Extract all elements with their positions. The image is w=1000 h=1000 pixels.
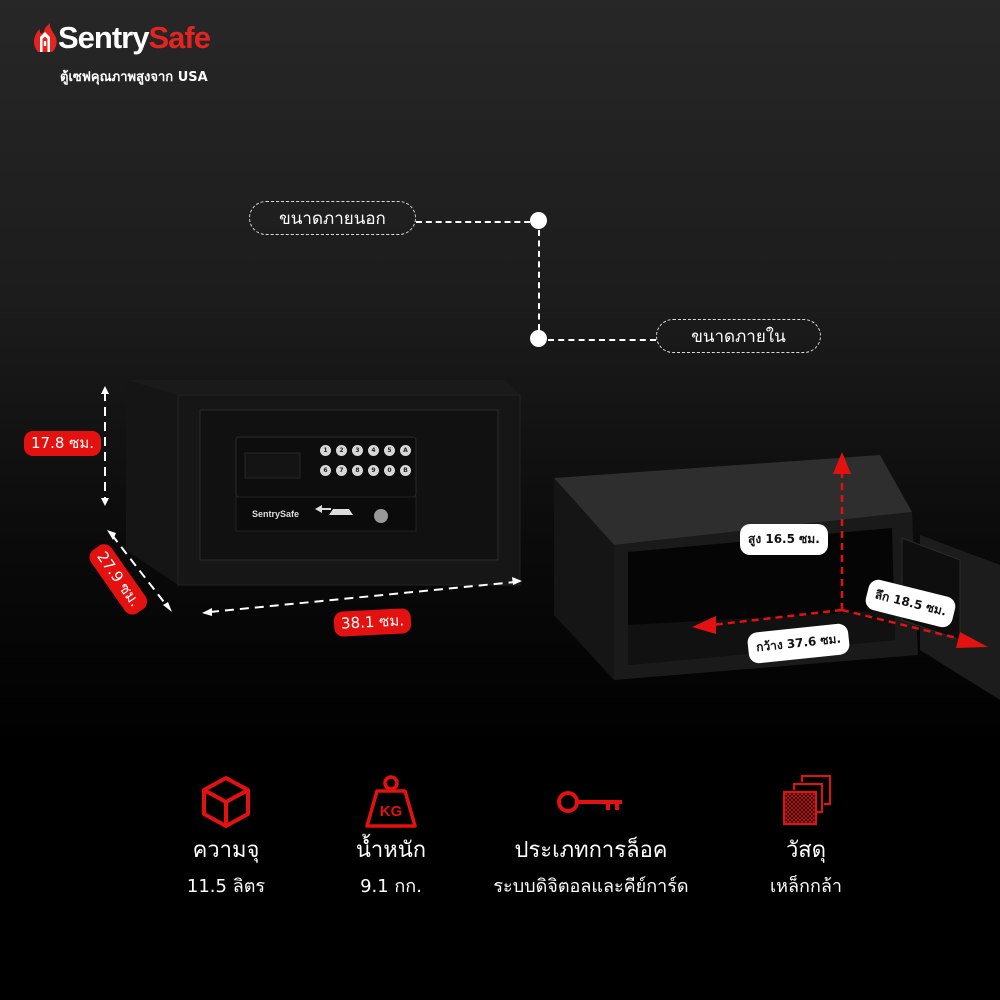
closed-safe-image: 1 2 3 4 5 A 6 7 8 9 0 B SentrySafe: [100, 375, 540, 625]
inner-height-badge: สูง 16.5 ซม.: [740, 524, 828, 555]
svg-text:KG: KG: [380, 803, 403, 820]
feature-value: 11.5 ลิตร: [186, 876, 266, 897]
feature-value: 9.1 กก.: [360, 876, 422, 897]
card-insert-arrow-icon: [315, 505, 353, 515]
safe-brand-label: SentrySafe: [252, 509, 300, 519]
feature-title: ประเภทการล็อค: [514, 838, 668, 863]
keypad-key: 1: [320, 445, 331, 456]
feature-value: เหล็กกล้า: [770, 876, 842, 897]
connector-line: [548, 339, 656, 341]
connector-line: [416, 221, 540, 223]
brand-tagline: ตู้เซฟคุณภาพสูงจาก USA: [60, 70, 208, 85]
cube-icon: [202, 776, 250, 828]
feature-title: น้ำหนัก: [355, 838, 427, 863]
keypad-row-1: 1 2 3 4 5 A: [320, 445, 411, 456]
brand-wordmark: SentrySafe: [58, 20, 211, 55]
keypad-key: 3: [352, 445, 363, 456]
feature-capacity: ความจุ 11.5 ลิตร: [96, 772, 356, 900]
keypad-key: 0: [384, 465, 395, 476]
outer-height-badge: 17.8 ซม.: [24, 431, 102, 456]
keypad-key: A: [400, 445, 411, 456]
flame-house-icon: [34, 22, 57, 52]
feature-weight: KG น้ำหนัก 9.1 กก.: [261, 772, 521, 900]
outer-dimension-arrows: [101, 386, 522, 616]
keypad-key: 9: [368, 465, 379, 476]
keypad-key: 4: [368, 445, 379, 456]
feature-title: วัสดุ: [785, 838, 827, 863]
feature-value: ระบบดิจิตอลและคีย์การ์ด: [493, 876, 689, 897]
keypad-key: 7: [336, 465, 347, 476]
keypad-key: 2: [336, 445, 347, 456]
key-icon: [557, 791, 622, 813]
keypad-key: B: [400, 465, 411, 476]
feature-material: วัสดุ เหล็กกล้า: [676, 772, 936, 900]
outer-size-label: ขนาดภายนอก: [249, 201, 416, 235]
feature-title: ความจุ: [192, 838, 260, 863]
closed-safe-illustration: [126, 380, 521, 586]
keypad-key: 5: [384, 445, 395, 456]
connector-dot: [530, 330, 547, 347]
weight-kg-icon: KG: [365, 775, 417, 828]
outer-width-badge: 38.1 ซม.: [333, 608, 412, 637]
brand-logo: SentrySafe: [32, 20, 211, 55]
keypad-key: 8: [352, 465, 363, 476]
steel-layers-icon: [783, 775, 831, 825]
connector-dot: [530, 212, 547, 229]
inner-size-label: ขนาดภายใน: [656, 319, 821, 353]
keypad-key: 6: [320, 465, 331, 476]
feature-lock-type: ประเภทการล็อค ระบบดิจิตอลและคีย์การ์ด: [461, 772, 721, 900]
connector-line: [538, 230, 540, 330]
keypad-row-2: 6 7 8 9 0 B: [320, 465, 411, 476]
